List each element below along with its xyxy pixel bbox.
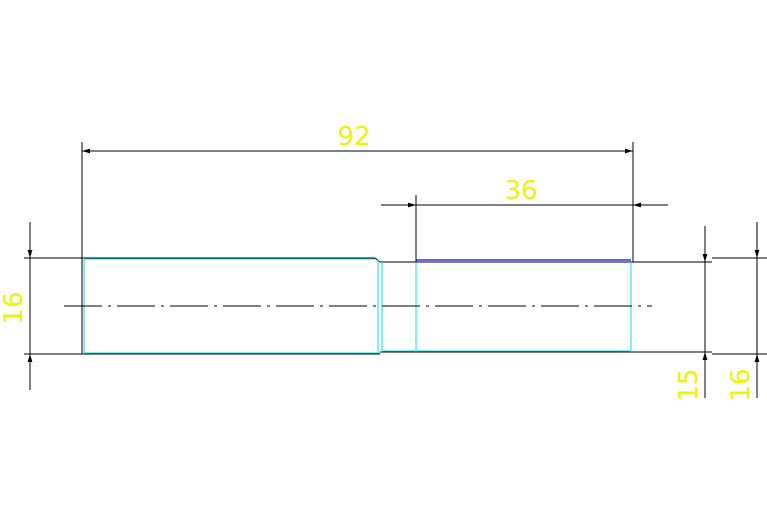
shaft-visible-edges bbox=[83, 258, 632, 354]
overall-length-dimension bbox=[81, 142, 634, 262]
right-diameter-dimensions bbox=[702, 222, 767, 398]
thread-length-dimension bbox=[381, 195, 668, 262]
shaft-outline bbox=[24, 257, 712, 355]
right-outer-diameter-label: 16 bbox=[726, 368, 756, 401]
thread-length-label: 36 bbox=[504, 176, 537, 206]
left-diameter-label: 16 bbox=[0, 291, 29, 324]
right-inner-diameter-label: 15 bbox=[674, 368, 704, 401]
overall-length-label: 92 bbox=[337, 122, 370, 152]
